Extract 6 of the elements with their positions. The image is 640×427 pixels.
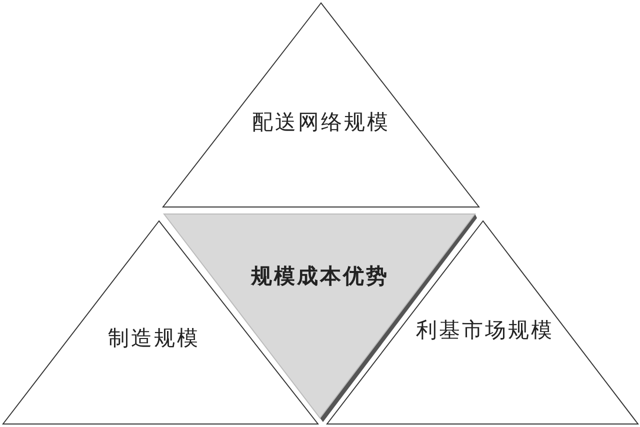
triangle-label: 规模成本优势 xyxy=(251,263,389,290)
triangle-label: 利基市场规模 xyxy=(416,317,554,344)
triangle-panel xyxy=(162,2,480,208)
triangle-panel xyxy=(2,220,320,426)
triangle-label: 制造规模 xyxy=(108,325,200,352)
triangle-label: 配送网络规模 xyxy=(252,109,390,136)
